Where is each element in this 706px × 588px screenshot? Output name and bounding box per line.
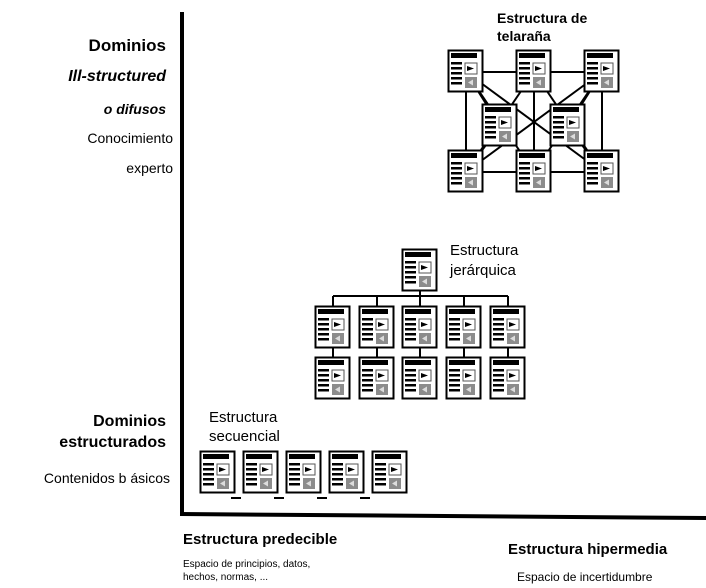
y-top-subtitle-2: o difusos [103,101,166,117]
document-page-icon [199,450,236,494]
hierarchy-structure-label-1: Estructura [450,242,519,259]
document-page-icon [401,305,438,349]
document-page-icon [583,49,620,93]
sequence-documents [199,450,408,494]
x-left-title: Estructura predecible [183,531,338,548]
x-right-desc: Espacio de incertidumbre [517,570,653,584]
document-page-icon [445,305,482,349]
x-right-title: Estructura hipermedia [508,541,668,558]
y-top-desc-2: experto [126,160,173,176]
y-top-subtitle-1: Ill-structured [68,68,166,85]
hierarchy-connectors [332,290,509,357]
document-page-icon [314,305,351,349]
document-page-icon [447,149,484,193]
document-page-icon [314,356,351,400]
document-page-icon [358,305,395,349]
y-bottom-title-2: estructurados [59,434,166,451]
x-axis [179,512,706,520]
document-page-icon [481,103,518,147]
hierarchy-structure-label-2: jerárquica [450,262,516,279]
y-top-title: Dominios [88,36,166,55]
y-bottom-desc: Contenidos b ásicos [43,470,170,486]
y-top-desc-1: Conocimiento [87,130,173,146]
document-page-icon [242,450,279,494]
sequence-structure-label-2: secuencial [209,428,280,445]
document-page-icon [371,450,408,494]
y-bottom-title-1: Dominios [93,413,166,430]
document-page-icon [489,356,526,400]
document-page-icon [515,49,552,93]
document-page-icon [285,450,322,494]
document-page-icon [489,305,526,349]
document-page-icon [583,149,620,193]
web-structure-label-1: Estructura de [497,10,588,26]
document-page-icon [401,356,438,400]
x-left-desc-1: Espacio de principios, datos, [183,559,311,570]
document-page-icon [549,103,586,147]
document-page-icon [445,356,482,400]
web-structure-label-2: telaraña [497,28,551,44]
document-page-icon [358,356,395,400]
document-page-icon [328,450,365,494]
x-left-desc-2: hechos, normas, ... [183,572,269,583]
document-page-icon [515,149,552,193]
sequence-structure-label-1: Estructura [209,409,278,426]
document-page-icon [447,49,484,93]
document-page-icon [401,248,438,292]
